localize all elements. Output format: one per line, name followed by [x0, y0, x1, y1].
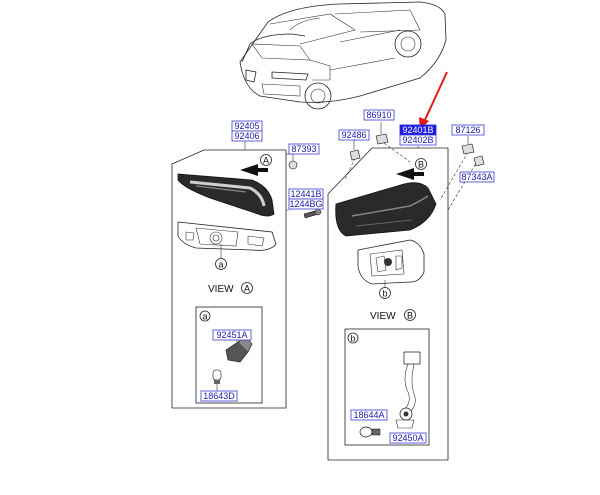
label-12441b[interactable]: 12441B	[288, 188, 324, 200]
callout-a-marker	[215, 258, 227, 270]
label-18643d[interactable]: 18643D	[200, 390, 238, 402]
label-12441b-text: 12441B	[290, 189, 321, 199]
label-92451a-text: 92451A	[216, 330, 247, 340]
wiring-harness-92450a-illustration	[395, 351, 421, 429]
label-92401b[interactable]: 92401B	[399, 124, 437, 136]
label-92486-text: 92486	[341, 130, 366, 140]
vehicle-illustration	[239, 1, 447, 110]
label-92402b[interactable]: 92402B	[399, 134, 437, 146]
label-87393-text: 87393	[291, 144, 316, 154]
screw-12441b-illustration	[303, 208, 322, 219]
label-87126[interactable]: 87126	[451, 124, 485, 136]
label-1244bg-text: 1244BG	[289, 199, 322, 209]
label-86910-text: 86910	[366, 110, 391, 120]
fastener-87343a-illustration	[473, 155, 485, 167]
bulb-18644a-illustration	[359, 426, 381, 438]
label-87393[interactable]: 87393	[288, 143, 320, 155]
label-87343a[interactable]: 87343A	[459, 171, 495, 183]
callout-b-marker	[379, 287, 391, 299]
left-assembly-panel: A a VIEW A a	[171, 140, 292, 409]
label-92486[interactable]: 92486	[338, 129, 370, 141]
callout-b-marker-letter: b	[382, 289, 387, 299]
highlight-pointer-arrow	[419, 71, 448, 130]
label-92402b-text: 92402B	[402, 135, 433, 145]
label-92405[interactable]: 92405	[231, 120, 263, 132]
clip-87393-illustration	[288, 160, 298, 170]
inner-tail-lamp-lens	[177, 173, 275, 217]
label-92406-text: 92406	[234, 131, 259, 141]
label-87126-text: 87126	[455, 125, 480, 135]
right-assembly-panel: B b VIEW B b	[327, 139, 479, 461]
view-a-title-marker	[241, 282, 253, 294]
nut-86910-illustration	[375, 133, 389, 145]
label-92450a[interactable]: 92450A	[389, 432, 427, 444]
detail-b-marker-letter: b	[350, 334, 355, 344]
view-a-marker	[260, 154, 272, 166]
view-a-title-letter: A	[244, 284, 250, 294]
view-b-marker-letter: B	[418, 160, 424, 170]
bulb-18643d-illustration	[212, 369, 222, 384]
view-b-title-letter: B	[407, 311, 413, 321]
label-92450a-text: 92450A	[392, 433, 423, 443]
callout-a-marker-letter: a	[218, 260, 223, 270]
detail-a-marker-letter: a	[202, 312, 207, 322]
view-a-title: VIEW	[208, 284, 234, 295]
view-a-arrow	[240, 164, 268, 176]
label-18644a[interactable]: 18644A	[350, 409, 388, 421]
outer-tail-lamp-housing	[357, 239, 425, 285]
label-92401b-text: 92401B	[402, 125, 433, 135]
label-18644a-text: 18644A	[353, 410, 384, 420]
detail-a-marker	[199, 310, 211, 322]
label-1244bg[interactable]: 1244BG	[288, 198, 324, 210]
view-b-arrow	[396, 168, 424, 180]
label-92406[interactable]: 92406	[231, 130, 263, 142]
outer-tail-lamp-lens	[335, 182, 437, 237]
grommet-87126-illustration	[461, 143, 475, 155]
view-b-marker	[415, 158, 427, 170]
label-86910[interactable]: 86910	[363, 109, 395, 121]
view-b-title-marker	[404, 309, 416, 321]
view-a-marker-letter: A	[263, 156, 269, 166]
label-92405-text: 92405	[234, 121, 259, 131]
label-87343a-text: 87343A	[461, 172, 492, 182]
label-92451a[interactable]: 92451A	[212, 329, 252, 341]
clip-92486-illustration	[349, 149, 361, 161]
label-18643d-text: 18643D	[203, 391, 235, 401]
inner-tail-lamp-housing	[177, 221, 277, 251]
detail-b-marker	[347, 332, 359, 344]
detail-b-box	[344, 328, 430, 446]
view-b-title: VIEW	[370, 311, 396, 322]
detail-a-box	[195, 306, 263, 404]
